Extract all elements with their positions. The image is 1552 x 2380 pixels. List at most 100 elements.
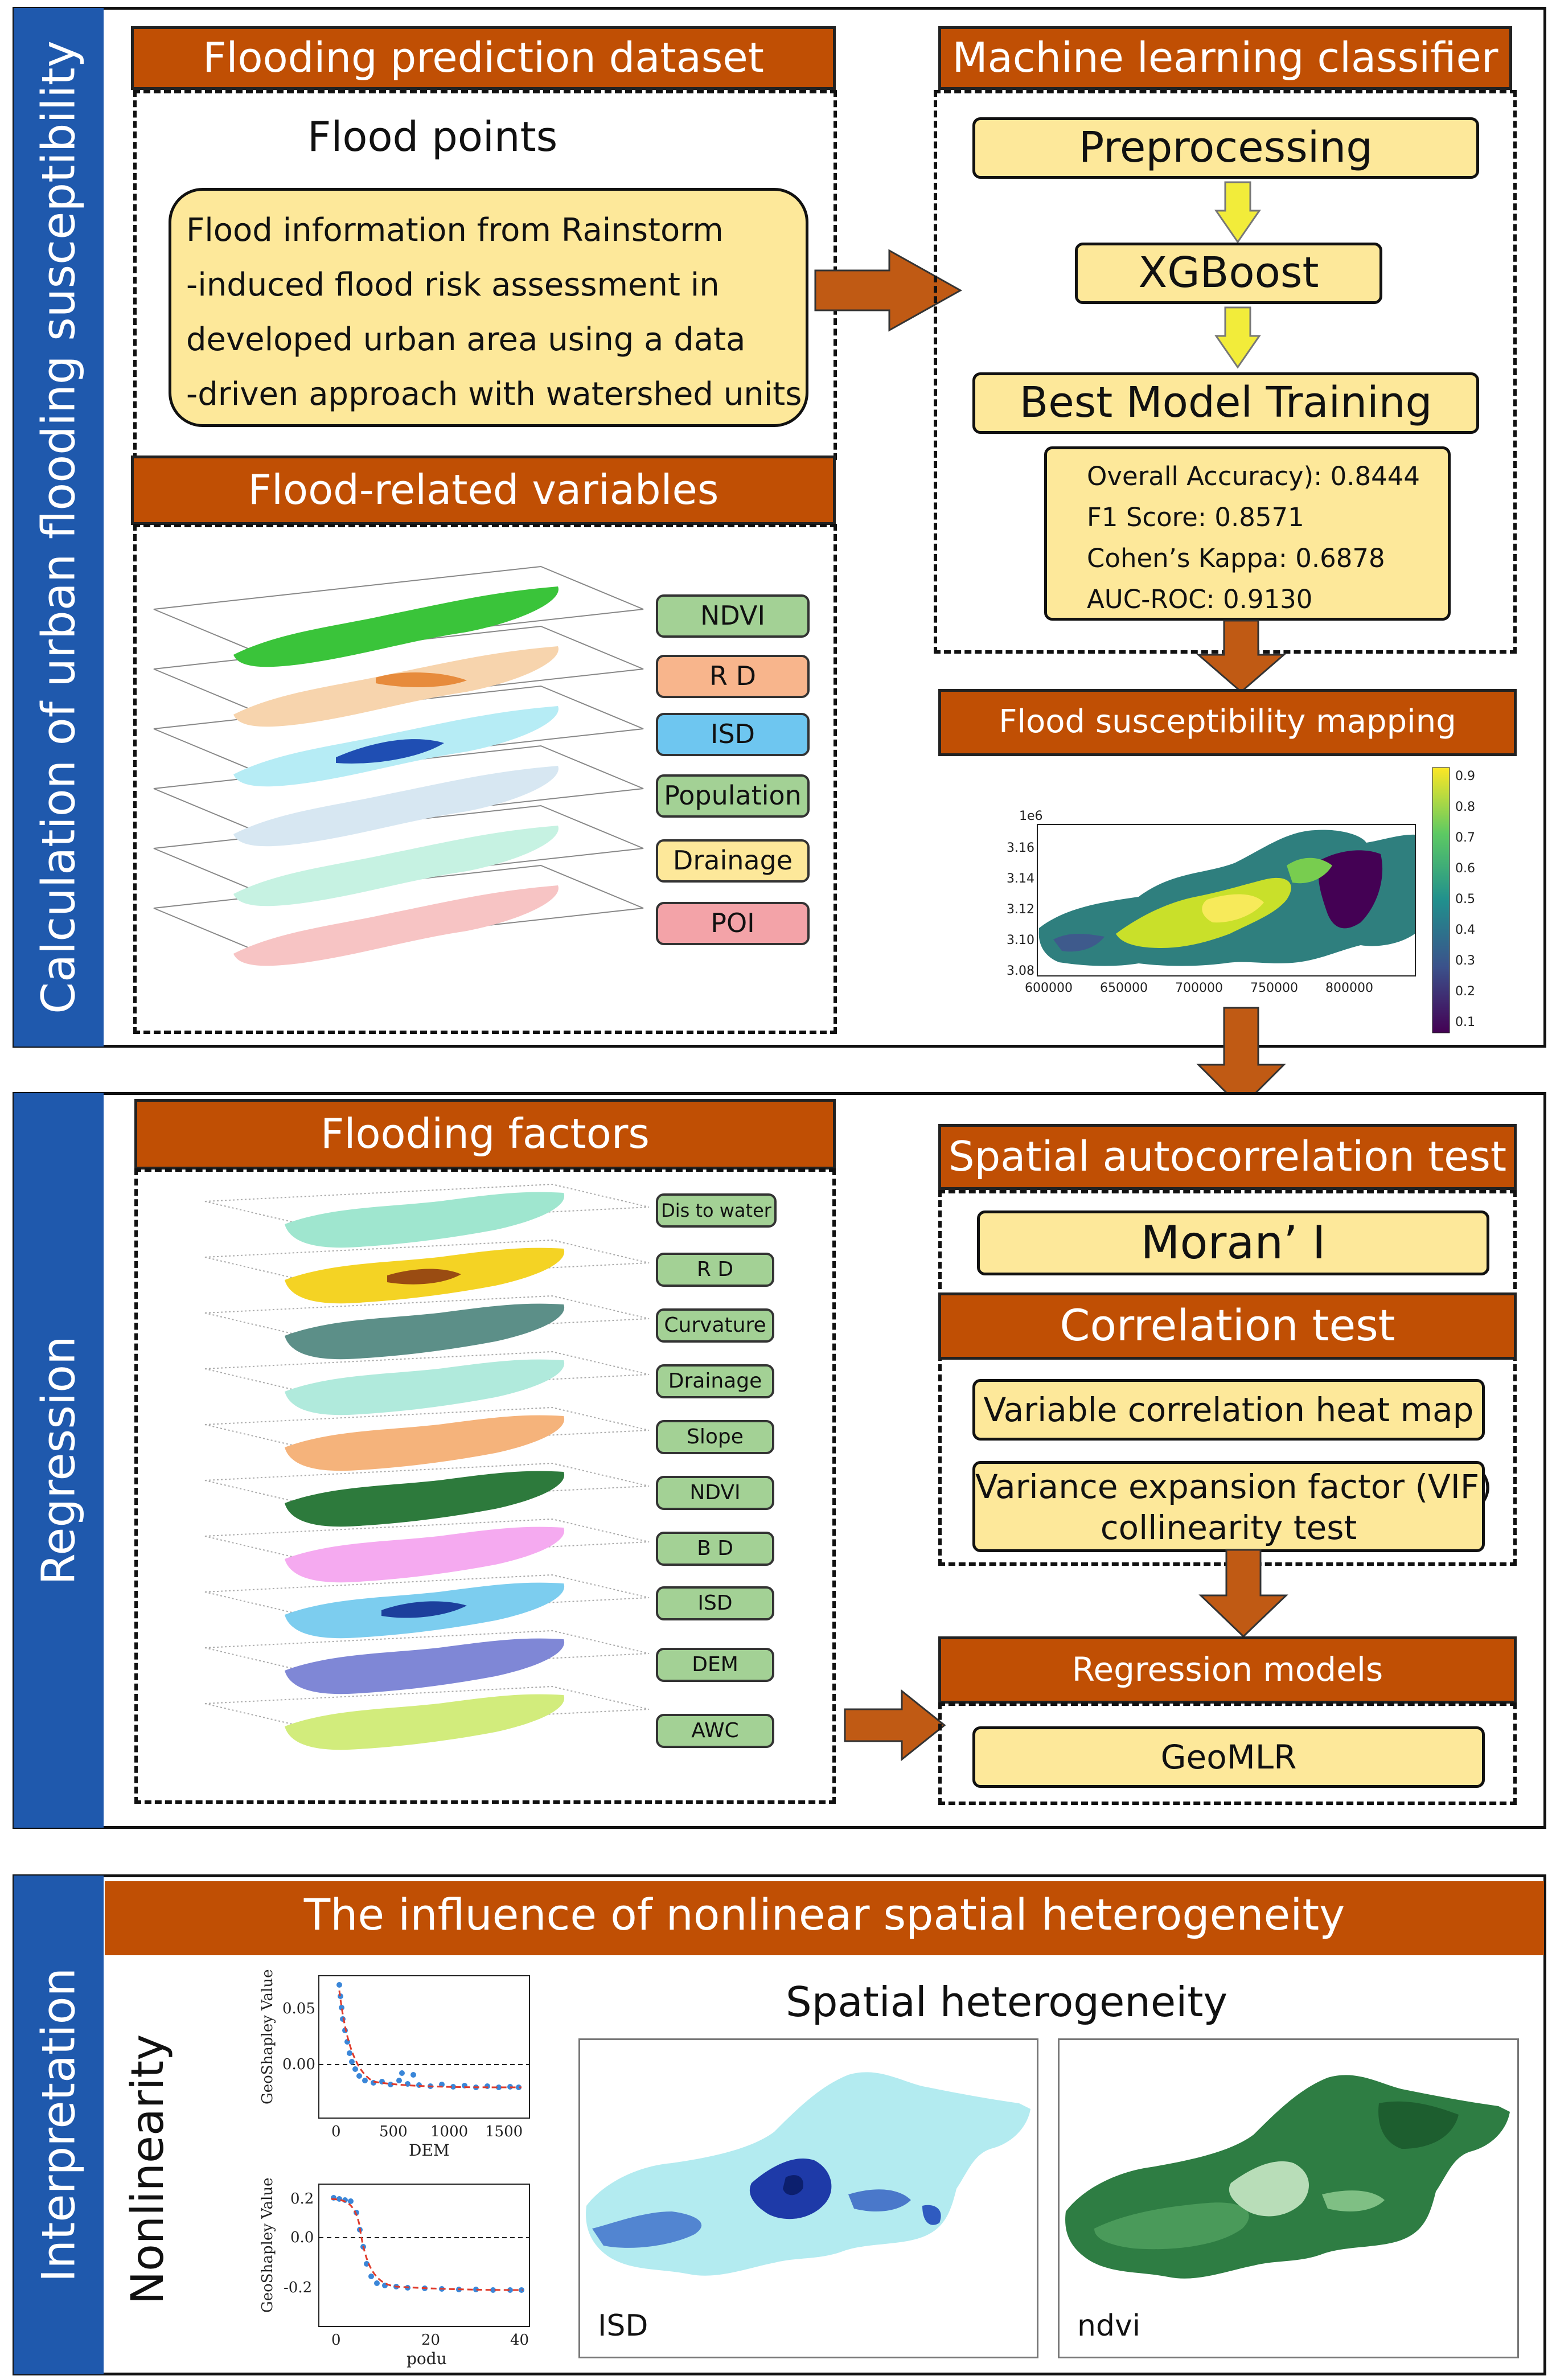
map-y-exponent: 1e6 [1019,809,1043,823]
factor-tag-slope: Slope [656,1420,774,1454]
plot2-xlabel: podu [407,2349,447,2368]
moran-box: Moran’ I [977,1210,1489,1275]
plot1-xtick-1: 0 [331,2123,341,2140]
plot2-ytick-1: 0.2 [290,2190,314,2207]
plot1-ytick-1: 0.05 [282,2000,315,2017]
regression-models-box [938,1702,1517,1805]
cbar-tick-5: 0.5 [1455,892,1475,906]
factors-layer-stack [204,1183,650,1750]
map-y-tick-1: 3.16 [1007,841,1034,855]
metrics-box: Overall Accuracy): 0.8444 F1 Score: 0.85… [1044,446,1451,621]
factors-header: Flooding factors [134,1099,836,1170]
arrow-factors-to-models [844,1689,946,1762]
plot2-ylabel: GeoShapley Value [259,2177,276,2313]
spatial-heterogeneity-title: Spatial heterogeneity [786,1978,1228,2026]
map-x-tick-1: 600000 [1025,981,1073,995]
ml-header: Machine learning classifier [938,26,1512,90]
variables-layer-stack [153,565,644,966]
step-xgboost: XGBoost [1075,243,1382,304]
plot1-xtick-2: 500 [379,2123,408,2140]
cbar-tick-9: 0.1 [1455,1015,1475,1029]
flood-info-line-3: developed urban area using a data [186,321,746,358]
cbar-tick-1: 0.9 [1455,769,1475,783]
flood-points-title: Flood points [307,113,558,161]
flood-info-line-2: -induced flood risk assessment in [186,266,720,303]
variables-header: Flood-related variables [131,456,836,525]
flood-info-line-1: Flood information from Rainstorm [186,212,724,249]
map-y-tick-2: 3.14 [1007,872,1034,886]
section-susceptibility-sidebar: Calculation of urban flooding susceptibi… [14,8,104,1047]
shap-plot-podu: GeoShapley Value 0.2 0.0 -0.2 0 20 40 po… [259,2177,530,2368]
metric-overall-accuracy: Overall Accuracy): 0.8444 [1087,461,1420,491]
arrow-map-to-regression [1196,1007,1286,1109]
factor-tag-isd: ISD [656,1586,774,1620]
map-y-tick-5: 3.08 [1007,964,1034,978]
factor-tag-rd: R D [656,1253,774,1287]
step-arrow-2 [1214,306,1261,369]
plot2-xtick-2: 20 [421,2332,440,2349]
heatmap-box: Variable correlation heat map [972,1379,1485,1441]
var-tag-rd: R D [656,655,810,698]
cbar-tick-2: 0.8 [1455,800,1475,814]
section-susceptibility-label: Calculation of urban flooding susceptibi… [32,40,85,1014]
arrow-ml-to-mapping [1196,619,1287,693]
map-x-tick-4: 750000 [1250,981,1298,995]
map-x-tick-2: 650000 [1100,981,1148,995]
vif-line-2: collinearity test [1100,1508,1357,1547]
plot1-xtick-4: 1500 [485,2123,523,2140]
factor-tag-curvature: Curvature [656,1308,774,1343]
plot1-ylabel: GeoShapley Value [259,1969,276,2104]
plot2-xtick-3: 40 [510,2332,529,2349]
cbar-tick-3: 0.7 [1455,831,1475,845]
var-tag-drainage: Drainage [656,839,810,883]
dataset-header: Flooding prediction dataset [131,26,836,90]
factors-box [134,1168,836,1804]
spatial-autocorr-header: Spatial autocorrelation test [938,1124,1517,1190]
factor-tag-awc: AWC [656,1714,774,1748]
plot2-xtick-1: 0 [331,2332,341,2349]
regression-models-header: Regression models [938,1636,1517,1704]
metric-f1: F1 Score: 0.8571 [1087,502,1304,532]
section-regression-label: Regression [32,1336,85,1585]
cbar-tick-8: 0.2 [1455,984,1475,999]
section-regression-sidebar: Regression [14,1093,104,1828]
var-tag-ndvi: NDVI [656,594,810,638]
susceptibility-map-plot: 1e6 3.16 3.14 3.12 3.10 3.08 600000 6500… [1007,767,1475,1033]
factor-tag-bd: B D [656,1532,774,1566]
metric-auc: AUC-ROC: 0.9130 [1087,584,1313,614]
factor-tag-ndvi: NDVI [656,1476,774,1510]
shap-plot-dem: GeoShapley Value 0.05 0.00 0 500 1000 15… [259,1969,530,2160]
section-interpretation-label: Interpretation [32,1967,85,2283]
factor-tag-dis-to-water: Dis to water [656,1193,777,1228]
map-x-tick-5: 800000 [1325,981,1373,995]
arrow-tests-to-models [1198,1549,1288,1638]
plot1-xtick-3: 1000 [430,2123,468,2140]
isd-map: ISD [586,2072,1030,2343]
var-tag-population: Population [656,774,810,818]
plot2-ytick-2: 0.0 [290,2229,314,2246]
map-y-tick-3: 3.12 [1007,902,1034,917]
map-x-tick-3: 700000 [1175,981,1223,995]
ndvi-map-label: ndvi [1077,2309,1140,2343]
nonlinearity-text: Nonlinearity [122,2034,174,2305]
factor-tag-drainage: Drainage [656,1364,774,1398]
section-interpretation-sidebar: Interpretation [14,1876,104,2374]
plot2-ytick-3: -0.2 [284,2279,312,2296]
cbar-tick-6: 0.4 [1455,923,1475,937]
plot1-ytick-2: 0.00 [282,2056,315,2073]
plot1-xlabel: DEM [409,2141,450,2160]
step-preprocessing: Preprocessing [972,117,1479,179]
correlation-header: Correlation test [938,1292,1517,1360]
nonlinearity-label: Nonlinearity [117,2004,179,2334]
step-best-model-training: Best Model Training [972,372,1479,434]
mapping-header: Flood susceptibility mapping [938,689,1517,756]
cbar-tick-7: 0.3 [1455,954,1475,968]
geomlr-box: GeoMLR [972,1726,1485,1788]
ndvi-map: ndvi [1065,2075,1510,2343]
variables-box [133,524,837,1034]
factor-tag-dem: DEM [656,1648,774,1682]
map-y-tick-4: 3.10 [1007,933,1034,947]
arrow-dataset-to-ml [814,249,963,332]
flood-info-box: Flood information from Rainstorm -induce… [169,188,808,427]
cbar-tick-4: 0.6 [1455,861,1475,876]
